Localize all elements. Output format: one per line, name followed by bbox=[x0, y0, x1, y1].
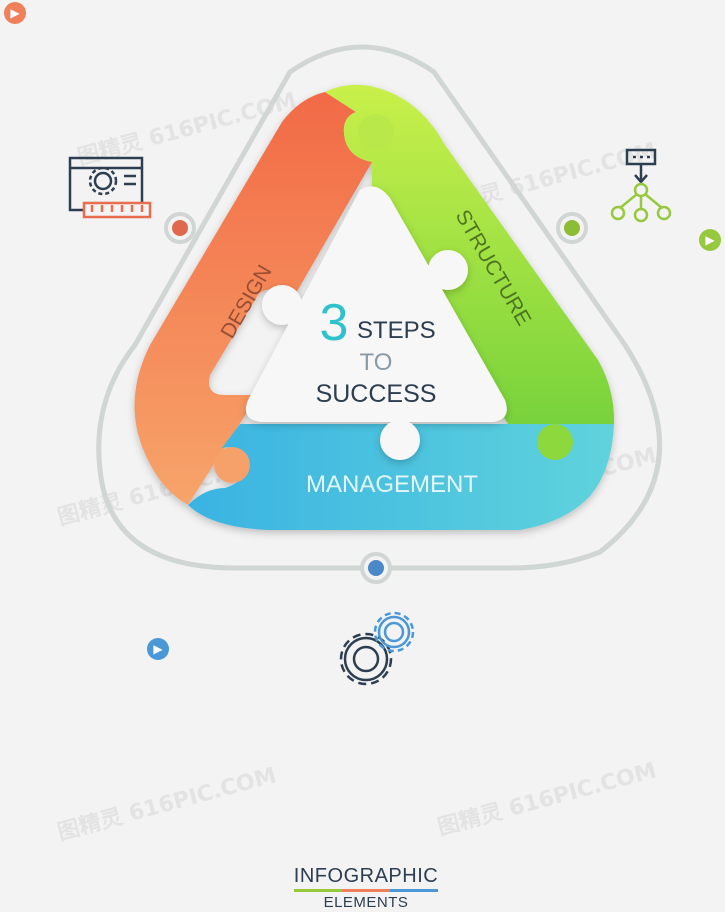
watermark: 图精灵 616PIC.COM bbox=[55, 762, 279, 845]
center-triangle bbox=[245, 186, 507, 460]
center-line1: STEPS bbox=[357, 317, 436, 344]
ring-node-structure[interactable] bbox=[556, 212, 588, 244]
arrow-right-icon[interactable]: ▶ bbox=[147, 638, 169, 660]
color-bar-green bbox=[294, 889, 342, 892]
hierarchy-icon bbox=[610, 148, 672, 223]
segment-label-management: MANAGEMENT bbox=[306, 471, 478, 498]
ring-node-design[interactable] bbox=[164, 212, 196, 244]
arrow-right-icon[interactable]: ▶ bbox=[4, 2, 26, 24]
outer-ring bbox=[96, 44, 663, 571]
settings-document-icon bbox=[68, 156, 152, 219]
segment-structure-nub bbox=[358, 114, 394, 150]
arrow-right-icon[interactable]: ▶ bbox=[699, 229, 721, 251]
color-bar-blue bbox=[390, 889, 438, 892]
puzzle-shape bbox=[134, 84, 615, 530]
gears-icon bbox=[339, 611, 415, 686]
segment-design-nub bbox=[214, 447, 250, 483]
segment-design[interactable] bbox=[134, 92, 372, 505]
center-number: 3 bbox=[320, 294, 349, 352]
center-line3: SUCCESS bbox=[316, 380, 437, 408]
segment-structure-nub bbox=[537, 424, 573, 460]
color-bar-orange bbox=[342, 889, 390, 892]
footer-color-bars bbox=[294, 889, 438, 892]
footer-line2: ELEMENTS bbox=[323, 894, 409, 911]
segment-structure[interactable] bbox=[325, 84, 615, 462]
ring-node-management[interactable] bbox=[360, 552, 392, 584]
segment-management[interactable] bbox=[188, 424, 614, 530]
watermark: 图精灵 616PIC.COM bbox=[435, 757, 659, 840]
center-line2: TO bbox=[360, 349, 393, 376]
footer-title: INFOGRAPHIC ELEMENTS bbox=[290, 864, 442, 912]
footer-line1: INFOGRAPHIC bbox=[293, 865, 439, 887]
